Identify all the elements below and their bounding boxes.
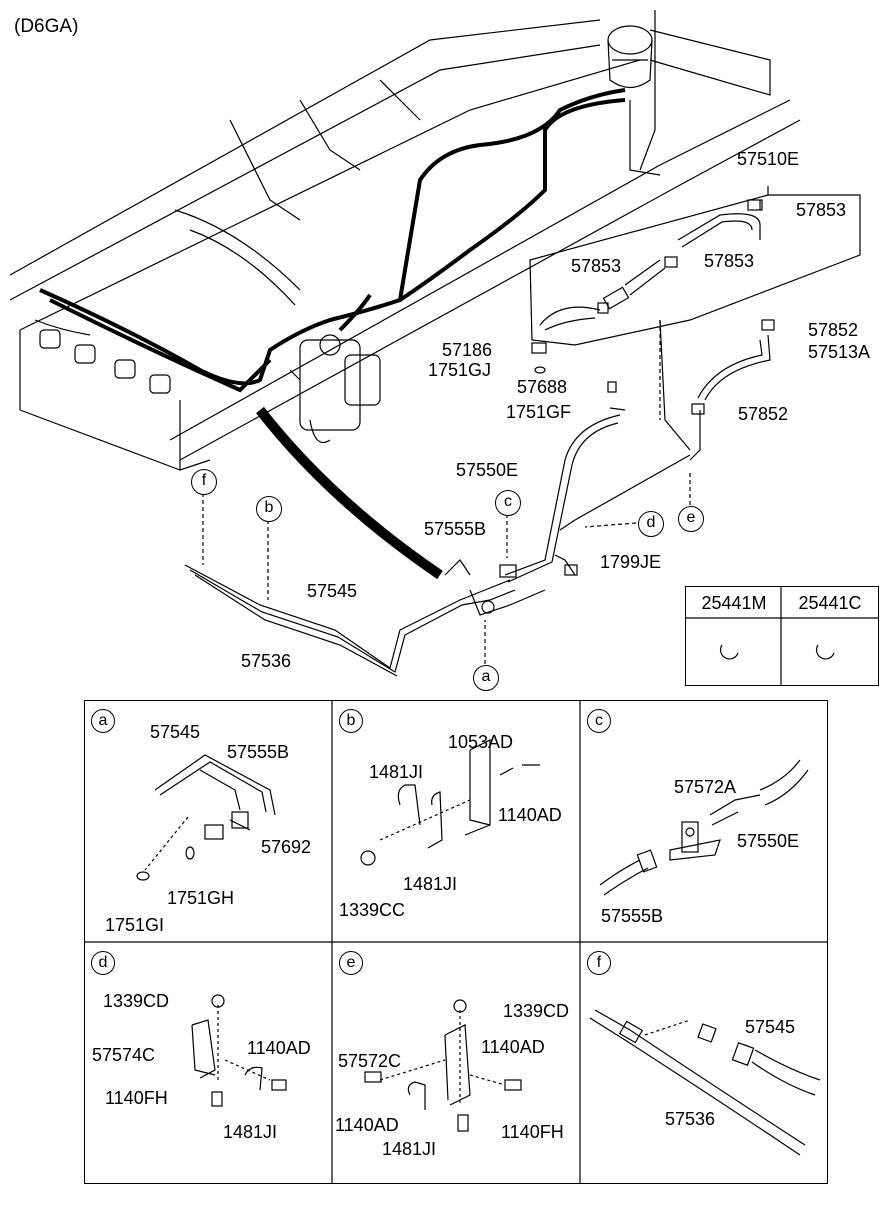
detail-b-label: 1481JI (369, 762, 424, 782)
detail-cell-a: a 57545 57555B 57692 1751GH 1751GI (85, 701, 333, 943)
page-title: (D6GA) (14, 16, 79, 37)
detail-c-drawing (599, 759, 809, 896)
detail-letter-b: b (339, 709, 363, 733)
detail-b-label: 1140AD (498, 805, 562, 825)
detail-letter-f: f (587, 951, 611, 975)
detail-a-label: 57692 (261, 837, 312, 857)
label-57536: 57536 (241, 651, 292, 671)
detail-a-drawing (136, 754, 276, 881)
detail-b-label: 1481JI (403, 874, 458, 894)
detail-e-label: 1339CD (503, 1001, 570, 1021)
detail-grid-lines (84, 700, 828, 1184)
detail-b-drawing (360, 739, 540, 866)
detail-views-grid: a 57545 57555B 57692 1751GH 1751GI b 105… (84, 700, 828, 1184)
label-57688: 57688 (517, 377, 568, 397)
detail-e-label: 1140AD (335, 1115, 399, 1135)
detail-letter-d: d (91, 951, 115, 975)
label-57510E: 57510E (737, 149, 800, 169)
label-57550E: 57550E (456, 460, 519, 480)
detail-d-label: 57574C (92, 1045, 156, 1065)
pipes-57545-57536 (184, 559, 546, 677)
callout-a: a (473, 665, 499, 691)
detail-a-label: 57545 (150, 722, 201, 742)
detail-d-label: 1140FH (105, 1088, 168, 1108)
callout-d: d (638, 511, 664, 537)
detail-c-label: 57572A (674, 777, 737, 797)
steering-gear-box (289, 334, 381, 444)
detail-letter-c: c (587, 709, 611, 733)
hose-group-57510E (529, 186, 861, 451)
hose-57513A (689, 334, 771, 461)
label-57545: 57545 (307, 581, 358, 601)
callout-e: e (678, 506, 704, 532)
detail-b-label: 1053AD (448, 732, 514, 752)
detail-f-label: 57545 (745, 1017, 796, 1037)
reservoir (607, 25, 653, 89)
detail-a-label: 1751GH (167, 888, 235, 908)
detail-e-label: 1140FH (501, 1122, 564, 1142)
detail-f-drawing (589, 1009, 821, 1156)
detail-c-label: 57550E (737, 831, 800, 851)
part-number-table: 25441M 25441C (685, 586, 879, 686)
detail-b-label: 1339CC (339, 900, 406, 920)
detail-letter-a: a (91, 709, 115, 733)
label-57853: 57853 (796, 200, 847, 220)
detail-e-label: 1481JI (382, 1139, 437, 1159)
callout-c: c (495, 490, 521, 516)
detail-cell-b: b 1053AD 1481JI 1140AD 1481JI 1339CC (333, 701, 581, 943)
detail-d-label: 1339CD (103, 991, 170, 1011)
detail-d-label: 1481JI (223, 1122, 278, 1142)
label-1799JE: 1799JE (600, 552, 662, 572)
detail-a-label: 1751GI (105, 915, 165, 935)
part-table-header-25441C: 25441C (798, 593, 862, 613)
detail-letter-e: e (339, 951, 363, 975)
part-table-lines (685, 586, 879, 686)
callout-arrows (202, 320, 691, 664)
detail-e-label: 1140AD (481, 1037, 545, 1057)
detail-cell-c: c 57572A 57550E 57555B (581, 701, 829, 943)
detail-cell-d: d 1339CD 57574C 1140AD 1140FH 1481JI (85, 943, 333, 1185)
label-1751GF: 1751GF (506, 402, 572, 422)
fittings (481, 199, 775, 614)
label-57186: 57186 (442, 340, 493, 360)
detail-cell-f: f 57545 57536 (581, 943, 829, 1185)
label-57853: 57853 (571, 256, 622, 276)
detail-e-drawing (364, 999, 522, 1132)
detail-d-label: 1140AD (247, 1038, 311, 1058)
detail-c-label: 57555B (601, 906, 664, 926)
vehicle-frame (9, 10, 801, 471)
detail-e-label: 57572C (338, 1051, 402, 1071)
label-57852: 57852 (808, 320, 859, 340)
callout-b: b (256, 496, 282, 522)
pipe-57550E (504, 414, 691, 583)
label-57852: 57852 (738, 404, 789, 424)
callout-f: f (191, 469, 217, 495)
label-57513A: 57513A (808, 342, 871, 362)
detail-d-drawing (191, 994, 287, 1107)
label-57555B: 57555B (424, 519, 487, 539)
pressure-hoses (39, 88, 626, 580)
detail-f-label: 57536 (665, 1109, 716, 1129)
label-57853: 57853 (704, 251, 755, 271)
part-table-header-25441M: 25441M (701, 593, 767, 613)
detail-a-label: 57555B (227, 742, 290, 762)
detail-cell-e: e 1339CD 57572C 1140AD 1140AD 1481JI 114… (333, 943, 581, 1185)
label-1751GJ: 1751GJ (428, 360, 492, 380)
